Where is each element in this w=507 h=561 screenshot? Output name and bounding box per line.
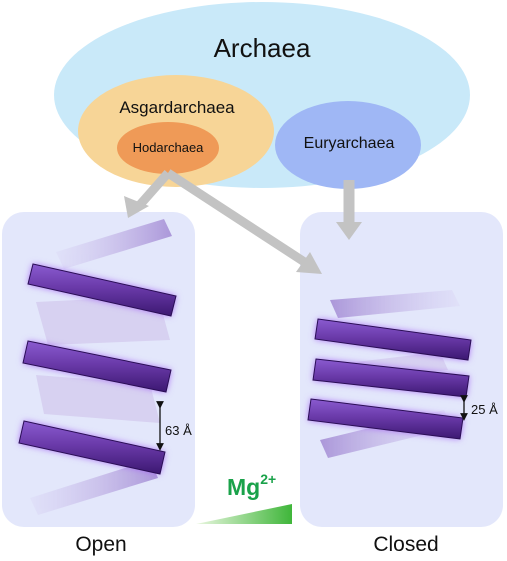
mg-gradient-wedge: [196, 504, 292, 524]
asgardarchaea-label: Asgardarchaea: [119, 98, 235, 117]
hodarchaea-ellipse: [117, 122, 219, 174]
euryarchaea-ellipse: [275, 101, 421, 189]
mg-ion-symbol: Mg: [227, 474, 261, 500]
archaea-label: Archaea: [213, 33, 311, 63]
closed-distance-label: 25 Å: [471, 402, 498, 417]
mg-ion-label: Mg2+: [227, 471, 277, 501]
open-helix-rods: [18, 263, 177, 475]
euryarchaea-label: Euryarchaea: [303, 135, 395, 152]
hodarchaea-label: Hodarchaea: [132, 140, 204, 155]
arrow-to-closed: [165, 169, 322, 274]
closed-helix-rods: [307, 318, 472, 440]
open-distance-label: 63 Å: [165, 423, 192, 438]
closed-state-label: Closed: [373, 533, 439, 556]
open-state-label: Open: [75, 533, 127, 556]
mg-ion-charge: 2+: [260, 471, 277, 487]
arrow-to-open: [124, 170, 172, 218]
arrow-eury-to-closed: [336, 180, 362, 240]
open-helix-back: [30, 219, 172, 515]
